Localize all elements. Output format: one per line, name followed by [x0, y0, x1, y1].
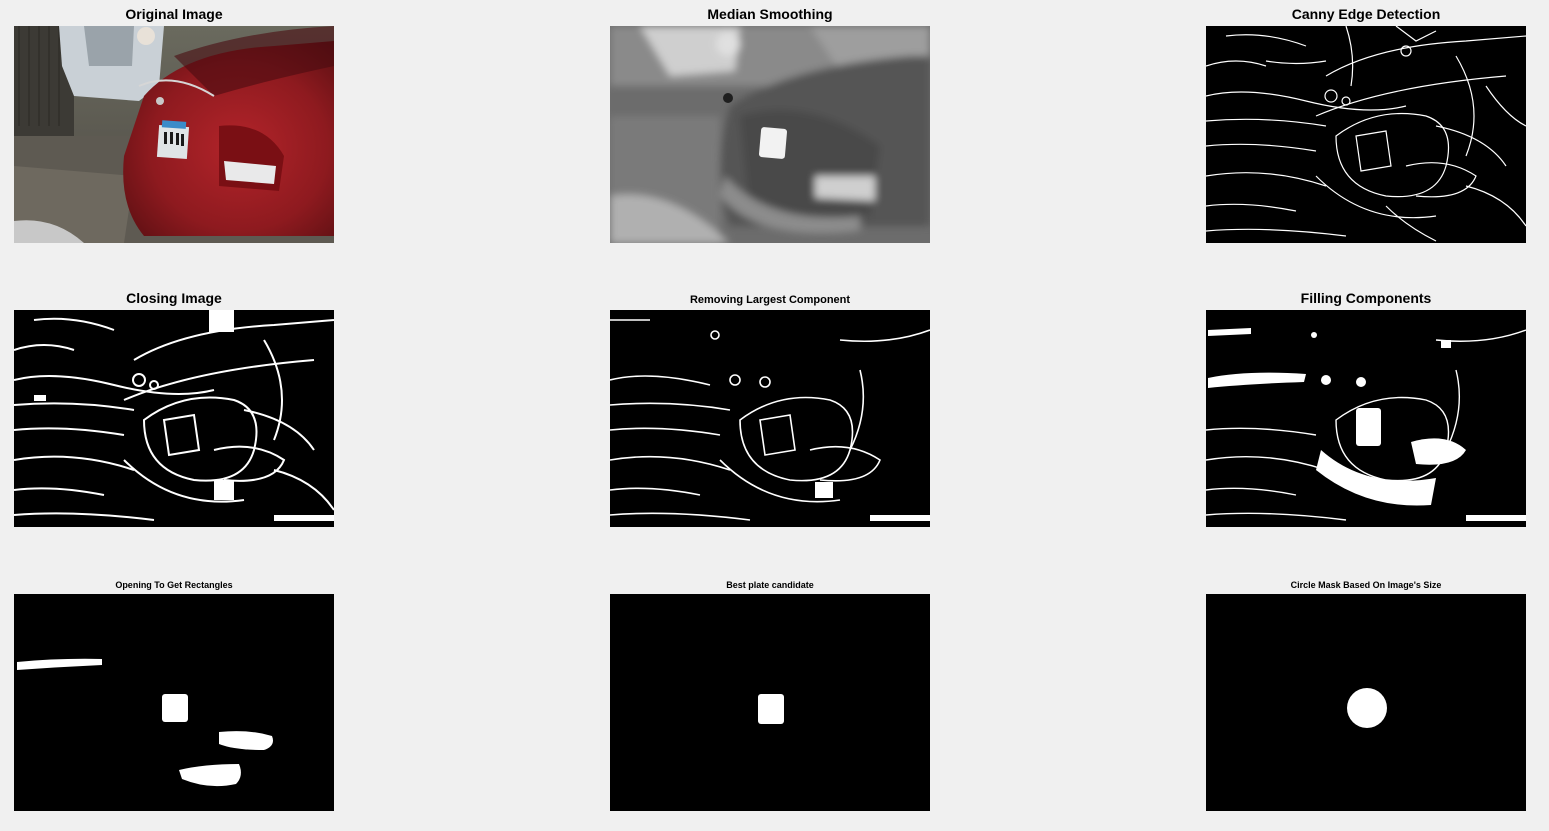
- edge-map-largest-removed-image: [610, 319, 930, 521]
- filled-components-image: [1206, 328, 1526, 521]
- panel-title: Circle Mask Based On Image's Size: [1290, 580, 1442, 590]
- median-smoothing-image: [610, 26, 930, 243]
- grayscale-smoothed-image: [610, 26, 930, 243]
- best-plate-candidate-image: [610, 594, 930, 811]
- panel-title: Filling Components: [1300, 290, 1432, 306]
- closing-image: [14, 310, 334, 527]
- panel-title: Canny Edge Detection: [1291, 6, 1441, 22]
- car-photo-image: [14, 26, 334, 243]
- circle-mask-image: [1206, 594, 1526, 811]
- closed-edge-map-image: [14, 310, 334, 521]
- circle-mask-shape: [1347, 688, 1387, 728]
- panel-title: Original Image: [125, 6, 223, 22]
- panel-title: Opening To Get Rectangles: [115, 580, 233, 590]
- filling-components-image: [1206, 310, 1526, 527]
- panel-title: Closing Image: [126, 290, 222, 306]
- panel-title: Best plate candidate: [726, 580, 814, 590]
- opening-rectangles-image: [14, 594, 334, 811]
- plate-candidate-image: [758, 694, 784, 724]
- panel-title: Removing Largest Component: [689, 294, 851, 306]
- canny-edge-image: [1206, 26, 1526, 243]
- removing-largest-component-image: [610, 310, 930, 527]
- opened-rectangles-image: [17, 658, 273, 787]
- edge-map-image: [1206, 26, 1526, 242]
- panel-title: Median Smoothing: [707, 6, 833, 22]
- original-image: [14, 26, 334, 243]
